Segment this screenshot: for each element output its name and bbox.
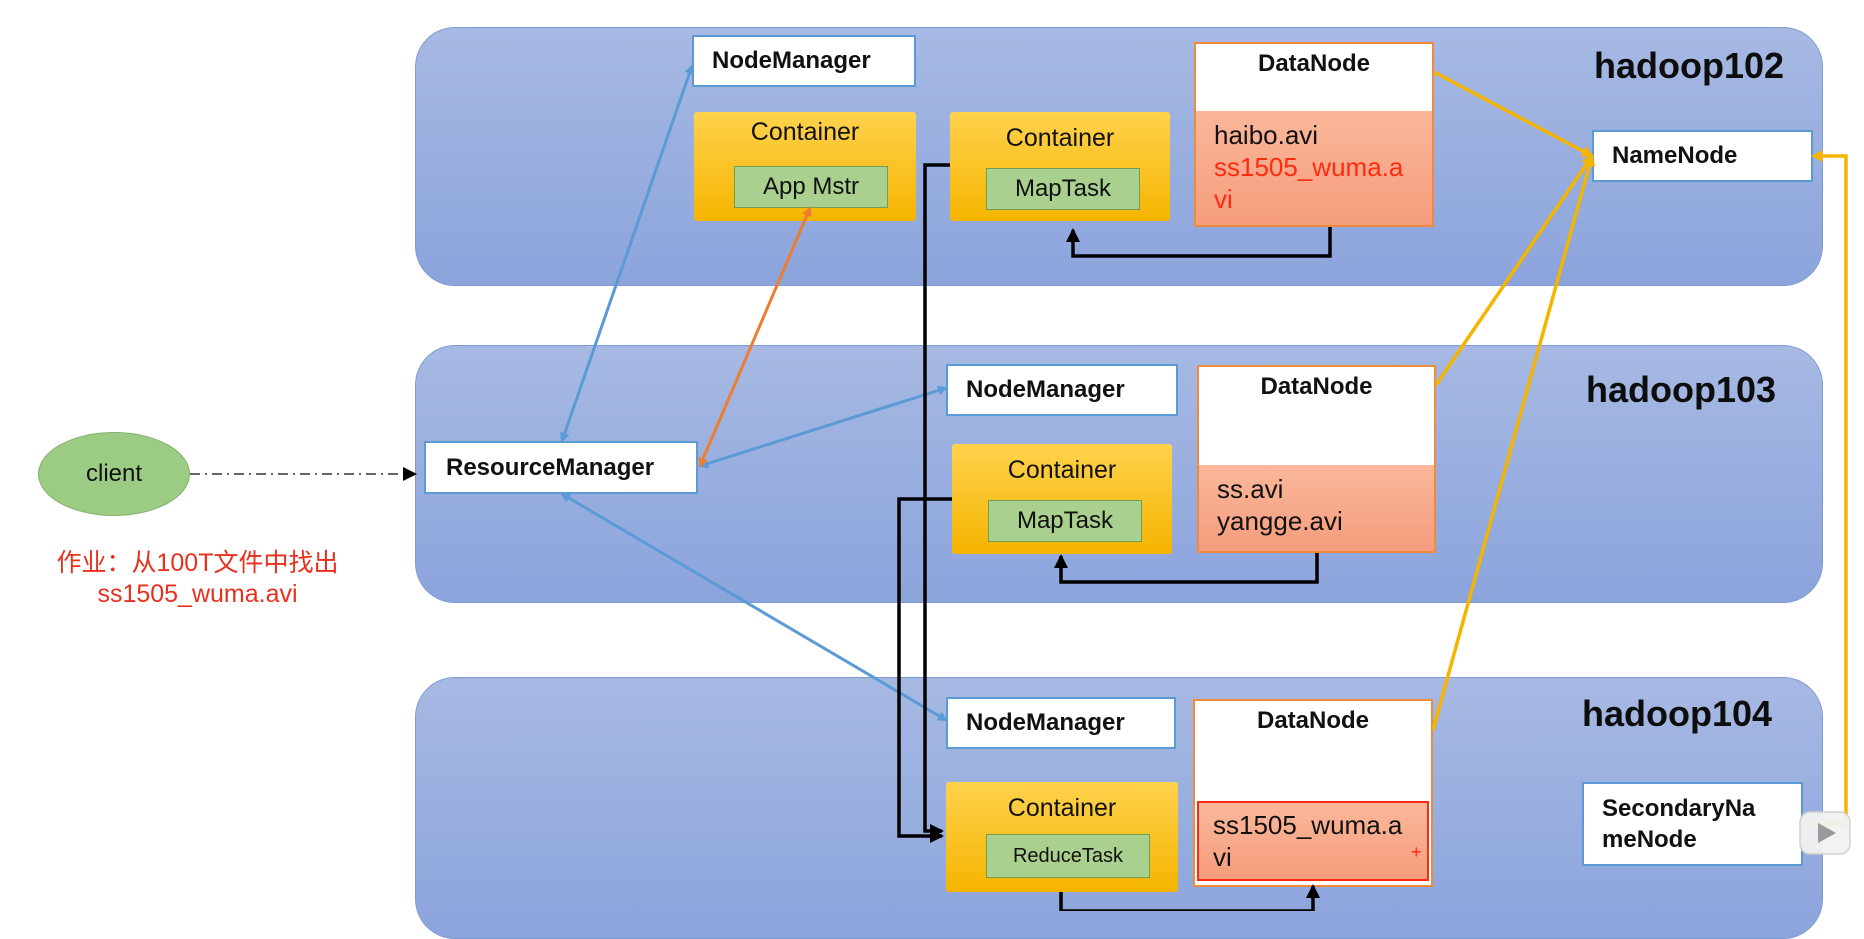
- file-item: ss.avi: [1217, 474, 1284, 504]
- file-item: haibo.avi: [1214, 120, 1319, 150]
- app-master-task: App Mstr: [734, 166, 888, 208]
- datanode-hadoop103: DataNode ss.avi yangge.avi: [1197, 365, 1436, 553]
- job-description: 作业：从100T文件中找出 ss1505_wuma.avi: [30, 548, 365, 610]
- rm-nm104-arrow: [560, 492, 948, 722]
- file-list-hadoop104: ss1505_wuma.a vi: [1197, 801, 1429, 881]
- job-description-file: ss1505_wuma.avi: [97, 580, 298, 608]
- container-label: Container: [750, 118, 860, 146]
- container-app-master: Container App Mstr: [694, 112, 916, 221]
- datanode-label: DataNode: [1257, 50, 1371, 77]
- dn103-to-maptask-arrow: [1054, 553, 1319, 584]
- dn104-to-reducetask-arrow: [1059, 884, 1320, 911]
- dn102-to-nn-arrow: [1433, 70, 1594, 158]
- host-label-hadoop104: hadoop104: [1582, 693, 1773, 734]
- namenode: NameNode: [1592, 130, 1813, 182]
- map-task-hadoop103: MapTask: [988, 500, 1142, 542]
- plus-mark: +: [1411, 842, 1422, 862]
- container-maptask-hadoop103: Container MapTask: [952, 444, 1172, 554]
- host-label-hadoop102: hadoop102: [1594, 45, 1785, 86]
- container-label: Container: [1007, 794, 1117, 822]
- secondary-namenode: SecondaryNa meNode: [1582, 782, 1803, 866]
- node-manager-hadoop103: NodeManager: [946, 364, 1178, 416]
- play-icon: [1799, 811, 1851, 855]
- node-manager-hadoop102: NodeManager: [692, 35, 916, 87]
- file-list-hadoop103: ss.avi yangge.avi: [1199, 465, 1434, 551]
- container-label: Container: [1007, 456, 1117, 484]
- maptask103-to-reduce-arrow: [897, 497, 952, 843]
- file-item-target-cont: vi: [1213, 842, 1232, 872]
- container-maptask-hadoop102: Container MapTask: [950, 112, 1170, 221]
- container-reducetask: Container ReduceTask: [946, 782, 1178, 892]
- snn-to-nn-arrow: [1803, 150, 1848, 826]
- map-task-hadoop102: MapTask: [986, 168, 1140, 210]
- file-list-hadoop102: haibo.avi ss1505_wuma.a vi: [1196, 111, 1432, 225]
- client-node: client: [38, 432, 190, 516]
- rm-appmaster-arrow: [698, 206, 812, 468]
- reduce-task: ReduceTask: [986, 834, 1150, 878]
- container-label: Container: [1005, 124, 1115, 152]
- dn103-to-nn-arrow: [1434, 154, 1594, 386]
- rm-nm103-arrow: [698, 385, 948, 469]
- host-label-hadoop103: hadoop103: [1586, 369, 1777, 410]
- file-item-target: ss1505_wuma.a: [1214, 152, 1404, 182]
- datanode-label: DataNode: [1256, 707, 1370, 734]
- file-item-target-cont: vi: [1214, 184, 1233, 214]
- job-description-line: 作业：从100T文件中找出: [56, 549, 339, 577]
- connection-arrows: +: [190, 64, 1851, 911]
- datanode-hadoop104: DataNode ss1505_wuma.a vi: [1193, 699, 1433, 887]
- file-item: yangge.avi: [1217, 506, 1343, 536]
- dn104-to-nn-arrow: [1431, 154, 1596, 731]
- node-manager-hadoop104: NodeManager: [946, 697, 1176, 749]
- dn102-to-maptask-arrow: [1066, 227, 1332, 258]
- rm-nm102-arrow: [559, 64, 695, 443]
- datanode-hadoop102: DataNode haibo.avi ss1505_wuma.a vi: [1194, 42, 1434, 227]
- file-item-target: ss1505_wuma.a: [1213, 810, 1403, 840]
- datanode-label: DataNode: [1260, 373, 1373, 400]
- secondary-namenode-label: SecondaryNa meNode: [1602, 795, 1756, 853]
- resource-manager: ResourceManager: [424, 441, 698, 494]
